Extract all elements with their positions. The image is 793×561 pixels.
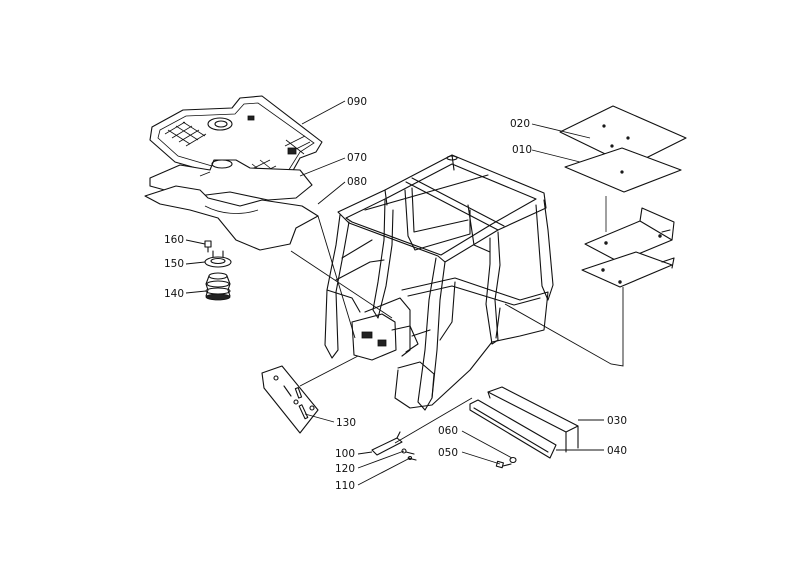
part-120-bolt (401, 448, 415, 455)
callout-140: 140 (164, 288, 184, 300)
right-bracket-upper (584, 207, 675, 263)
right-bracket-lower (581, 251, 675, 288)
part-030-strip (487, 386, 579, 453)
callout-020: 020 (510, 118, 530, 130)
part-140-boot (205, 272, 231, 301)
callout-150: 150 (164, 258, 184, 270)
part-150-ring (204, 250, 232, 268)
callout-060: 060 (438, 425, 458, 437)
part-100-bracket (371, 431, 403, 456)
callout-050: 050 (438, 447, 458, 459)
cab-frame (324, 154, 554, 411)
leader-lines (185, 100, 604, 486)
callout-100: 100 (335, 448, 355, 460)
callout-090: 090 (347, 96, 367, 108)
callout-080: 080 (347, 176, 367, 188)
callout-120: 120 (335, 463, 355, 475)
part-010-panel (564, 147, 682, 193)
part-040-strip (469, 399, 557, 459)
callout-130: 130 (336, 417, 356, 429)
leader-right-bracket (504, 287, 624, 367)
callout-040: 040 (607, 445, 627, 457)
callout-010: 010 (512, 144, 532, 156)
callout-070: 070 (347, 152, 367, 164)
part-080-mat (144, 185, 319, 251)
callout-110: 110 (335, 480, 355, 492)
part-050-bolt (495, 460, 512, 469)
callout-160: 160 (164, 234, 184, 246)
callout-030: 030 (607, 415, 627, 427)
part-130-plate (261, 365, 319, 434)
callout-labels: 090 070 080 020 010 160 150 140 130 030 … (164, 96, 627, 492)
part-060-washer (509, 456, 517, 464)
part-160-screw (204, 240, 212, 253)
